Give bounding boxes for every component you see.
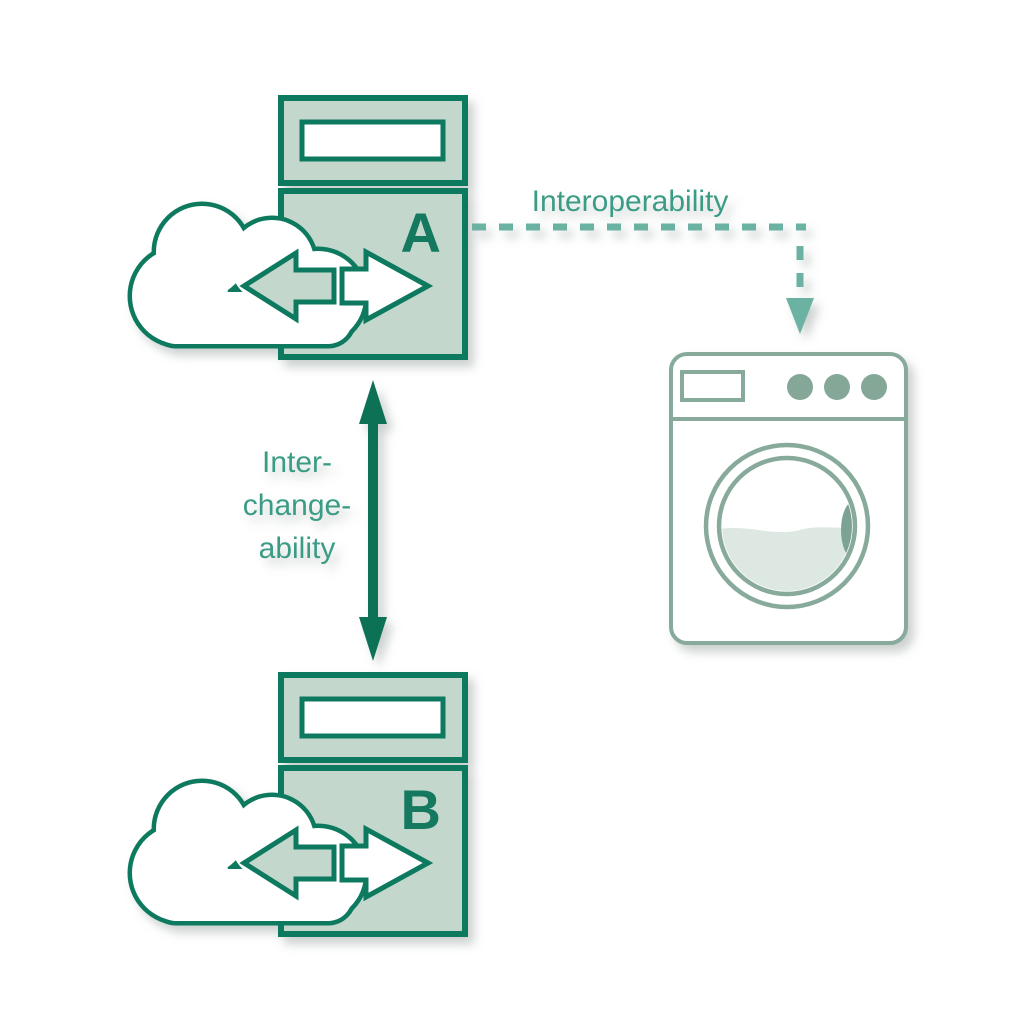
device-b: B [132, 675, 465, 934]
washing-machine-icon [669, 352, 908, 645]
washer-button-1 [787, 374, 813, 400]
interchangeability-label-line3: ability [259, 532, 336, 565]
interoperability-connector: Interoperability [472, 185, 814, 334]
device-a: A [132, 98, 465, 357]
device-a-label: A [401, 201, 441, 264]
interoperability-label: Interoperability [532, 185, 729, 218]
washer-button-2 [824, 374, 850, 400]
washer-drum-shade [841, 502, 852, 558]
interchangeability-label-line1: Inter- [262, 446, 332, 479]
washer-button-3 [861, 374, 887, 400]
washer-display [680, 370, 745, 402]
interchangeability-connector: Inter- change- ability [243, 380, 387, 661]
device-b-label: B [401, 778, 441, 841]
interchangeability-label-line2: change- [243, 489, 351, 522]
dashed-arrowhead-icon [786, 298, 814, 334]
double-arrow-icon [359, 380, 387, 661]
